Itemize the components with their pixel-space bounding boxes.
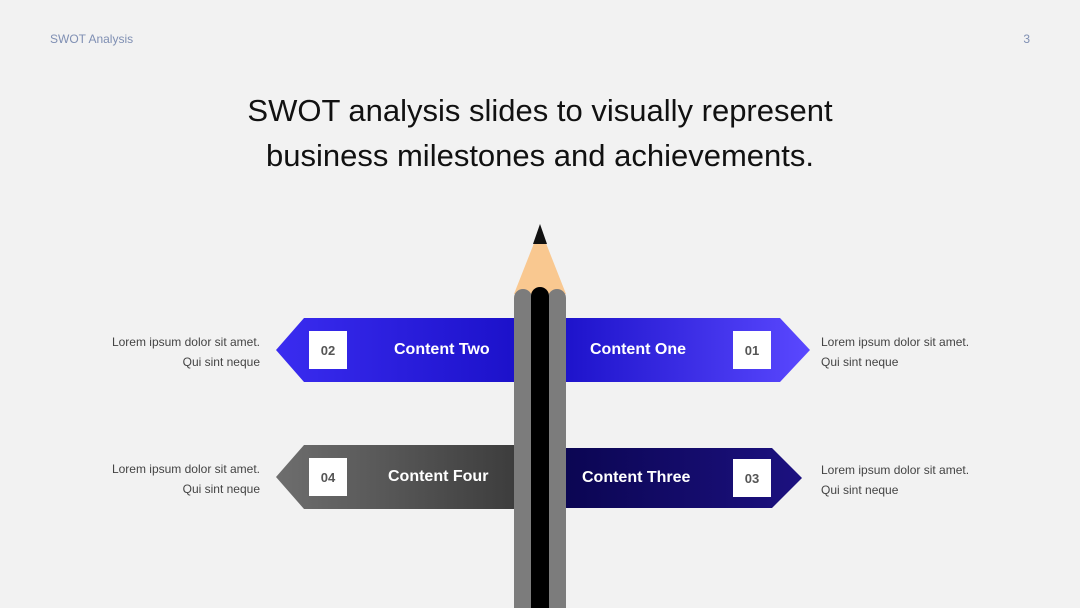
desc-line-1: Lorem ipsum dolor sit amet.: [111, 335, 260, 349]
title-line-1: SWOT analysis slides to visually represe…: [247, 93, 833, 128]
section-label: SWOT Analysis: [50, 32, 134, 46]
pencil-core: [531, 287, 549, 608]
desc-content-three: Lorem ipsum dolor sit amet. Qui sint neq…: [821, 460, 991, 500]
desc-line-1: Lorem ipsum dolor sit amet.: [821, 335, 970, 349]
desc-line-2: Qui sint neque: [182, 355, 260, 369]
desc-content-one: Lorem ipsum dolor sit amet. Qui sint neq…: [821, 332, 991, 372]
pencil-barrel-right: [548, 289, 566, 608]
number-badge: 04: [309, 458, 347, 496]
desc-content-two: Lorem ipsum dolor sit amet. Qui sint neq…: [90, 332, 260, 372]
arrow-content-one: 01 Content One: [552, 318, 810, 382]
number-badge: 02: [309, 331, 347, 369]
pencil-barrel-left: [514, 289, 532, 608]
desc-line-1: Lorem ipsum dolor sit amet.: [821, 463, 970, 477]
desc-line-2: Qui sint neque: [182, 482, 260, 496]
arrow-label: Content One: [590, 341, 686, 358]
desc-line-2: Qui sint neque: [821, 355, 899, 369]
number-badge: 03: [733, 459, 771, 497]
arrow-label: Content Four: [388, 468, 489, 485]
arrow-content-three: 03 Content Three: [552, 448, 802, 508]
number-badge: 01: [733, 331, 771, 369]
title-line-2: business milestones and achievements.: [266, 138, 814, 173]
page-number: 3: [1023, 32, 1030, 46]
desc-content-four: Lorem ipsum dolor sit amet. Qui sint neq…: [90, 459, 260, 499]
arrow-content-two: 02 Content Two: [276, 318, 528, 382]
arrow-label: Content Three: [582, 469, 691, 486]
pencil-wood: [514, 228, 566, 294]
desc-line-2: Qui sint neque: [821, 483, 899, 497]
slide-title: SWOT analysis slides to visually represe…: [140, 88, 940, 178]
arrow-label: Content Two: [394, 341, 490, 358]
pencil-lead-tip: [533, 224, 547, 244]
desc-line-1: Lorem ipsum dolor sit amet.: [111, 462, 260, 476]
arrow-content-four: 04 Content Four: [276, 445, 528, 509]
